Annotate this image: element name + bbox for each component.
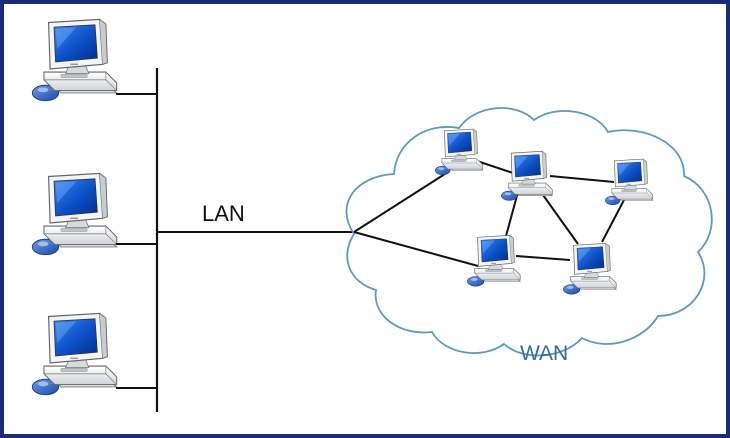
lan-computer-2-icon: [31, 172, 118, 256]
wan-cloud: [345, 107, 713, 357]
lan-computer-3-icon: [31, 312, 118, 396]
wan-label: WAN: [520, 342, 568, 365]
lan-computer-1-icon: [31, 18, 118, 102]
lan-label: LAN: [202, 201, 245, 226]
wan-links: [353, 159, 625, 267]
network-diagram: LAN WAN: [31, 18, 713, 412]
